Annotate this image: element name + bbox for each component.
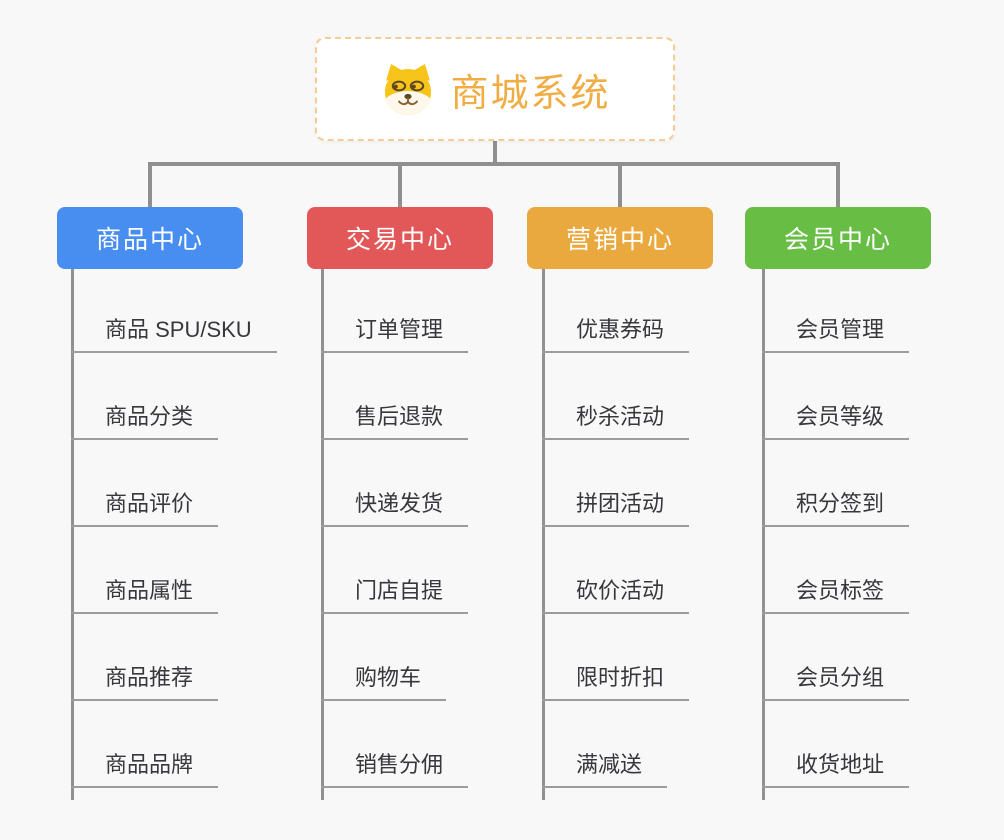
sub-item[interactable]: 商品推荐 [71, 614, 219, 701]
branch-node-member-center[interactable]: 会员中心 [745, 207, 931, 269]
sub-item-label: 商品分类 [105, 404, 194, 429]
sub-item[interactable]: 销售分佣 [321, 701, 469, 788]
sub-item[interactable]: 门店自提 [321, 527, 469, 614]
branch-items-product-center: 商品 SPU/SKU 商品分类 商品评价 商品属性 商品推荐 商品品牌 [71, 269, 277, 788]
sub-item-label: 会员等级 [796, 404, 885, 429]
sub-item[interactable]: 优惠券码 [542, 269, 690, 353]
sub-item[interactable]: 限时折扣 [542, 614, 690, 701]
sub-item[interactable]: 订单管理 [321, 269, 469, 353]
connector-drop-3 [618, 162, 622, 207]
sub-item[interactable]: 快递发货 [321, 440, 469, 527]
connector-trunk-4 [762, 269, 765, 800]
sub-item-label: 拼团活动 [576, 491, 665, 516]
connector-bus [148, 162, 840, 166]
branch-node-product-center[interactable]: 商品中心 [57, 207, 243, 269]
sub-item-label: 会员管理 [796, 317, 885, 342]
sub-item[interactable]: 拼团活动 [542, 440, 690, 527]
branch-node-marketing-center[interactable]: 营销中心 [527, 207, 713, 269]
sub-item[interactable]: 购物车 [321, 614, 447, 701]
sub-item-label: 商品评价 [105, 491, 194, 516]
sub-item[interactable]: 商品品牌 [71, 701, 219, 788]
sub-item[interactable]: 会员等级 [762, 353, 910, 440]
sub-item-label: 秒杀活动 [576, 404, 665, 429]
sub-item-label: 会员标签 [796, 578, 885, 603]
sub-item-label: 满减送 [576, 752, 643, 777]
sub-item-label: 商品 SPU/SKU [105, 317, 252, 342]
branch-items-member-center: 会员管理 会员等级 积分签到 会员标签 会员分组 收货地址 [762, 269, 910, 788]
connector-root-stem [493, 141, 497, 164]
sub-item-label: 优惠券码 [576, 317, 665, 342]
branch-items-trade-center: 订单管理 售后退款 快递发货 门店自提 购物车 销售分佣 [321, 269, 469, 788]
branch-items-marketing-center: 优惠券码 秒杀活动 拼团活动 砍价活动 限时折扣 满减送 [542, 269, 690, 788]
shiba-dog-icon [385, 64, 432, 115]
sub-item-label: 商品推荐 [105, 665, 194, 690]
sub-item-label: 商品属性 [105, 578, 194, 603]
connector-drop-4 [836, 162, 840, 207]
sub-item-label: 快递发货 [355, 491, 444, 516]
sub-item[interactable]: 商品分类 [71, 353, 219, 440]
sub-item-label: 门店自提 [355, 578, 444, 603]
sub-item-label: 积分签到 [796, 491, 885, 516]
connector-trunk-2 [321, 269, 324, 800]
sub-item-label: 会员分组 [796, 665, 885, 690]
sub-item[interactable]: 满减送 [542, 701, 668, 788]
connector-drop-2 [398, 162, 402, 207]
connector-trunk-3 [542, 269, 545, 800]
connector-trunk-1 [71, 269, 74, 800]
sub-item[interactable]: 售后退款 [321, 353, 469, 440]
root-node[interactable]: 商城系统 [315, 37, 675, 141]
sub-item[interactable]: 会员标签 [762, 527, 910, 614]
sub-item-label: 限时折扣 [576, 665, 665, 690]
sub-item[interactable]: 商品评价 [71, 440, 219, 527]
sub-item[interactable]: 商品 SPU/SKU [71, 269, 277, 353]
sub-item[interactable]: 会员管理 [762, 269, 910, 353]
sub-item-label: 收货地址 [796, 752, 885, 777]
sub-item[interactable]: 收货地址 [762, 701, 910, 788]
sub-item-label: 商品品牌 [105, 752, 194, 777]
connector-drop-1 [148, 162, 152, 207]
sub-item-label: 购物车 [355, 665, 422, 690]
branch-node-trade-center[interactable]: 交易中心 [307, 207, 493, 269]
sub-item-label: 销售分佣 [355, 752, 444, 777]
sub-item[interactable]: 商品属性 [71, 527, 219, 614]
root-title: 商城系统 [450, 72, 611, 115]
sub-item-label: 砍价活动 [576, 578, 665, 603]
sub-item[interactable]: 会员分组 [762, 614, 910, 701]
sub-item[interactable]: 砍价活动 [542, 527, 690, 614]
sub-item-label: 售后退款 [355, 404, 444, 429]
sub-item[interactable]: 积分签到 [762, 440, 910, 527]
sub-item-label: 订单管理 [355, 317, 444, 342]
sub-item[interactable]: 秒杀活动 [542, 353, 690, 440]
